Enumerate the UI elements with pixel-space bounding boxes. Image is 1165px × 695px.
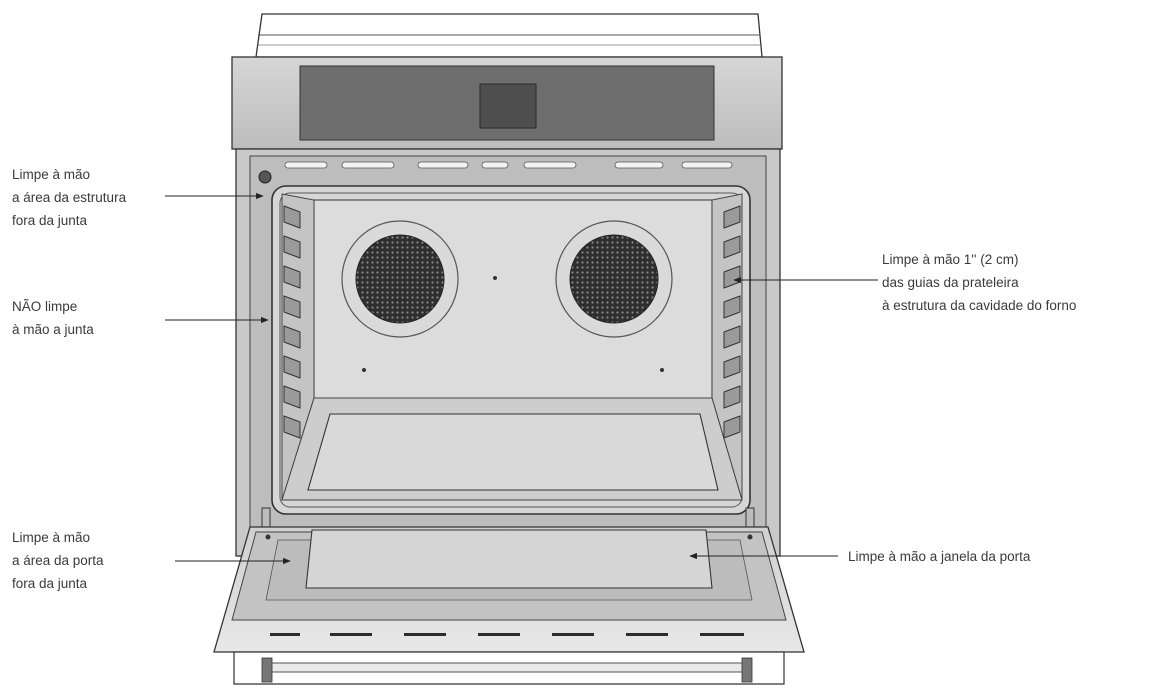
top-vents [284,161,733,169]
oven-cavity [271,185,751,515]
label-door-window: Limpe à mão a janela da porta [848,549,1031,564]
label-door-outside-gasket: Limpe à mão a área da porta fora da junt… [12,530,107,591]
rack-guides-right [723,205,741,439]
oven-top-housing [255,13,763,58]
label-rack-guides: Limpe à mão 1'' (2 cm) das guias da prat… [882,252,1076,313]
oven-door [213,526,805,653]
oven-light [258,170,272,184]
callout-arrows [165,192,878,565]
door-window [305,529,713,589]
display-window [479,83,537,129]
convection-fan-right [555,220,673,338]
control-panel [231,56,783,150]
label-frame-outside-gasket: Limpe à mão a área da estrutura fora da … [12,167,130,228]
door-handle [233,651,785,685]
label-gasket: NÃO limpe à mão a junta [12,299,94,337]
convection-fan-left [341,220,459,338]
rack-guides-left [283,205,301,439]
